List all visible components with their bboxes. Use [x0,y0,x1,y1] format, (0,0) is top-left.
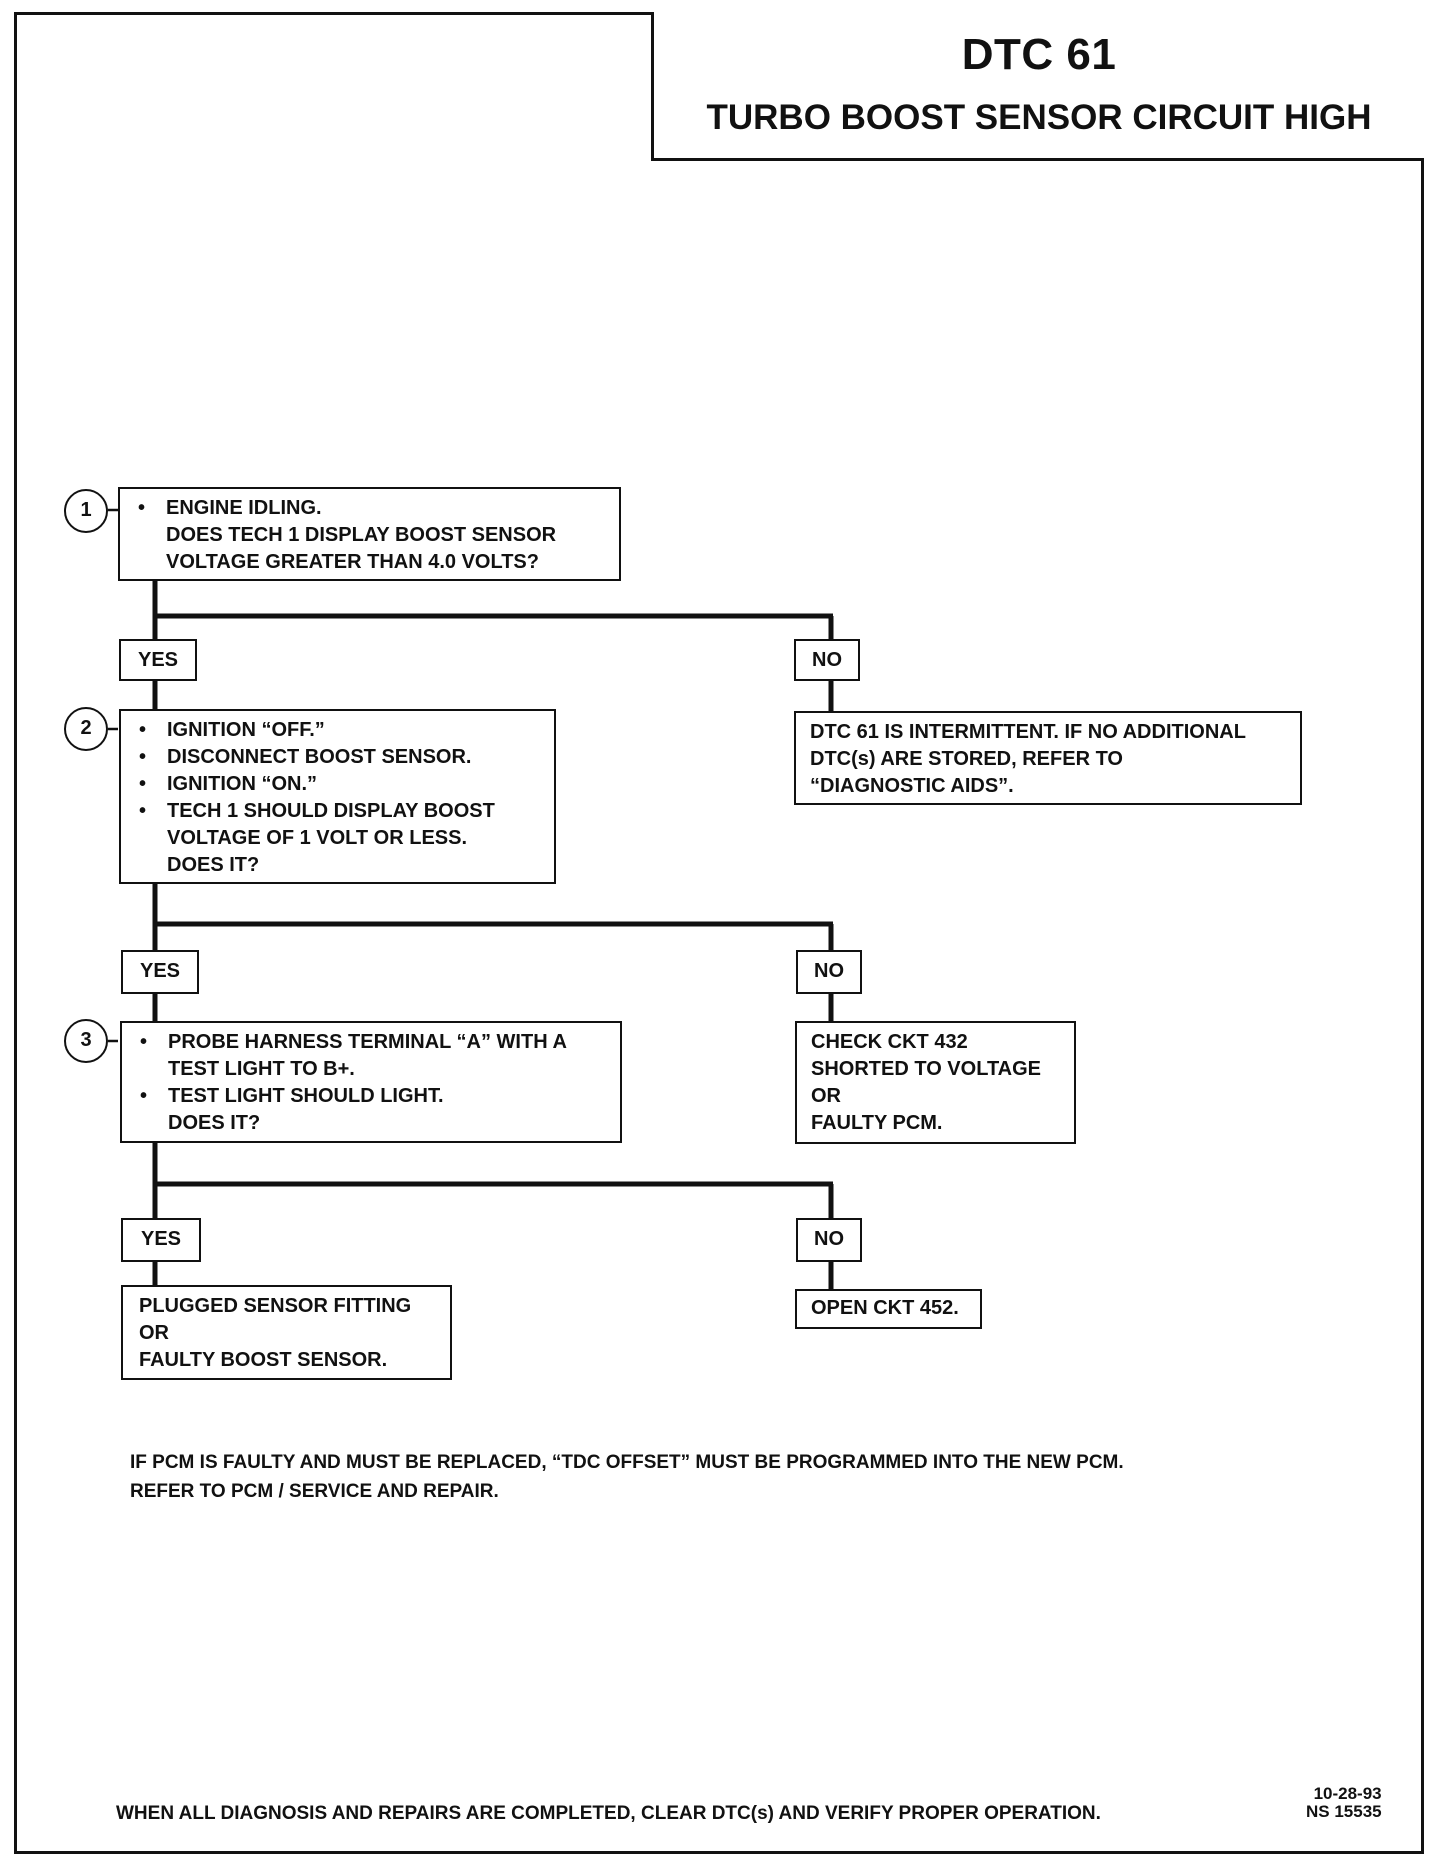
step-1-box: ENGINE IDLING. DOES TECH 1 DISPLAY BOOST… [118,487,621,581]
result-no-3-text: OPEN CKT 452. [811,1297,959,1319]
step-2-text: VOLTAGE OF 1 VOLT OR LESS. [167,827,468,849]
document-ref: NS 15535 [1306,1802,1382,1821]
document-date: 10-28-93 [1313,1784,1382,1803]
page-subtitle: TURBO BOOST SENSOR CIRCUIT HIGH [706,98,1372,137]
result-no-2-text: FAULTY PCM. [811,1112,943,1134]
pcm-note-line: IF PCM IS FAULTY AND MUST BE REPLACED, “… [130,1452,1124,1473]
no-label-1: NO [794,639,860,681]
footer-instruction: WHEN ALL DIAGNOSIS AND REPAIRS ARE COMPL… [116,1803,1101,1824]
step-2-box: IGNITION “OFF.” DISCONNECT BOOST SENSOR.… [119,709,556,884]
result-yes-3-text: PLUGGED SENSOR FITTING [139,1295,412,1317]
no-label-2: NO [796,950,862,994]
pcm-note-line: REFER TO PCM / SERVICE AND REPAIR. [130,1481,499,1502]
step-3-box: PROBE HARNESS TERMINAL “A” WITH A TEST L… [120,1021,622,1143]
result-no-1-box: DTC 61 IS INTERMITTENT. IF NO ADDITIONAL… [794,711,1302,805]
pcm-note: IF PCM IS FAULTY AND MUST BE REPLACED, “… [130,1448,1124,1506]
step-2-bullet: IGNITION “OFF.” [137,717,544,744]
result-no-1-text: DTC 61 IS INTERMITTENT. IF NO ADDITIONAL [810,721,1246,743]
result-yes-3-text: FAULTY BOOST SENSOR. [139,1349,388,1371]
document-code: 10-28-93 NS 15535 [1306,1785,1382,1821]
result-no-2-text: SHORTED TO VOLTAGE [811,1058,1042,1080]
step-2-bullet: TECH 1 SHOULD DISPLAY BOOST [137,798,544,825]
title-block: DTC 61 TURBO BOOST SENSOR CIRCUIT HIGH [651,12,1424,161]
result-yes-3-box: PLUGGED SENSOR FITTING OR FAULTY BOOST S… [121,1285,452,1380]
result-yes-3-text: OR [139,1322,169,1344]
step-3-text: DOES IT? [168,1112,261,1134]
yes-label-2: YES [121,950,199,994]
yes-label-3: YES [121,1218,201,1262]
page-title: DTC 61 [961,30,1117,79]
result-no-2-text: OR [811,1085,841,1107]
step-number-3: 3 [64,1019,108,1063]
result-no-2-text: CHECK CKT 432 [811,1031,968,1053]
step-2-bullet: IGNITION “ON.” [137,771,544,798]
result-no-3-box: OPEN CKT 452. [795,1289,982,1329]
step-2-text: DOES IT? [167,854,260,876]
step-number-1: 1 [64,489,108,533]
yes-label-1: YES [119,639,197,681]
no-label-3: NO [796,1218,862,1262]
step-number-2: 2 [64,707,108,751]
step-1-text: VOLTAGE GREATER THAN 4.0 VOLTS? [166,551,539,573]
step-3-bullet: TEST LIGHT SHOULD LIGHT. [138,1083,610,1110]
step-3-text: TEST LIGHT TO B+. [168,1058,355,1080]
result-no-2-box: CHECK CKT 432 SHORTED TO VOLTAGE OR FAUL… [795,1021,1076,1144]
step-2-bullet: DISCONNECT BOOST SENSOR. [137,744,544,771]
result-no-1-text: DTC(s) ARE STORED, REFER TO [810,748,1123,770]
step-3-bullet: PROBE HARNESS TERMINAL “A” WITH A [138,1029,610,1056]
step-1-text: DOES TECH 1 DISPLAY BOOST SENSOR [166,524,557,546]
step-1-bullet: ENGINE IDLING. [136,495,609,522]
result-no-1-text: “DIAGNOSTIC AIDS”. [810,775,1014,797]
